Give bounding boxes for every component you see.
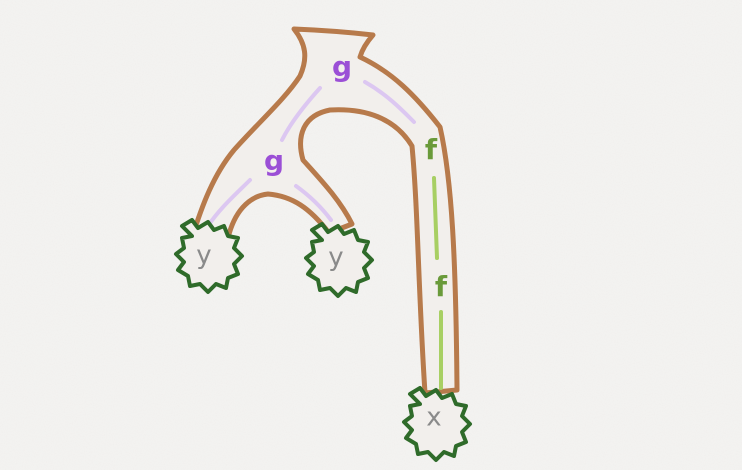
leaf-middle: y [304,222,374,298]
node-lower-f: f [435,270,448,303]
edge-top-g-to-left-g [280,86,322,142]
leaf-bottom: x [402,386,472,462]
leaf-bottom-label: x [426,403,441,433]
leaf-left: y [174,218,244,294]
node-left-g: g [264,144,284,177]
edge-left-g-to-leaf-left [206,178,252,228]
node-top-g: g [332,50,352,83]
edge-top-g-to-f [363,80,416,124]
edge-f-to-f [432,176,439,260]
leaf-left-label: y [196,241,211,271]
node-upper-f: f [425,133,438,166]
leaf-middle-label: y [328,243,343,273]
edge-left-g-to-leaf-middle [294,184,333,222]
